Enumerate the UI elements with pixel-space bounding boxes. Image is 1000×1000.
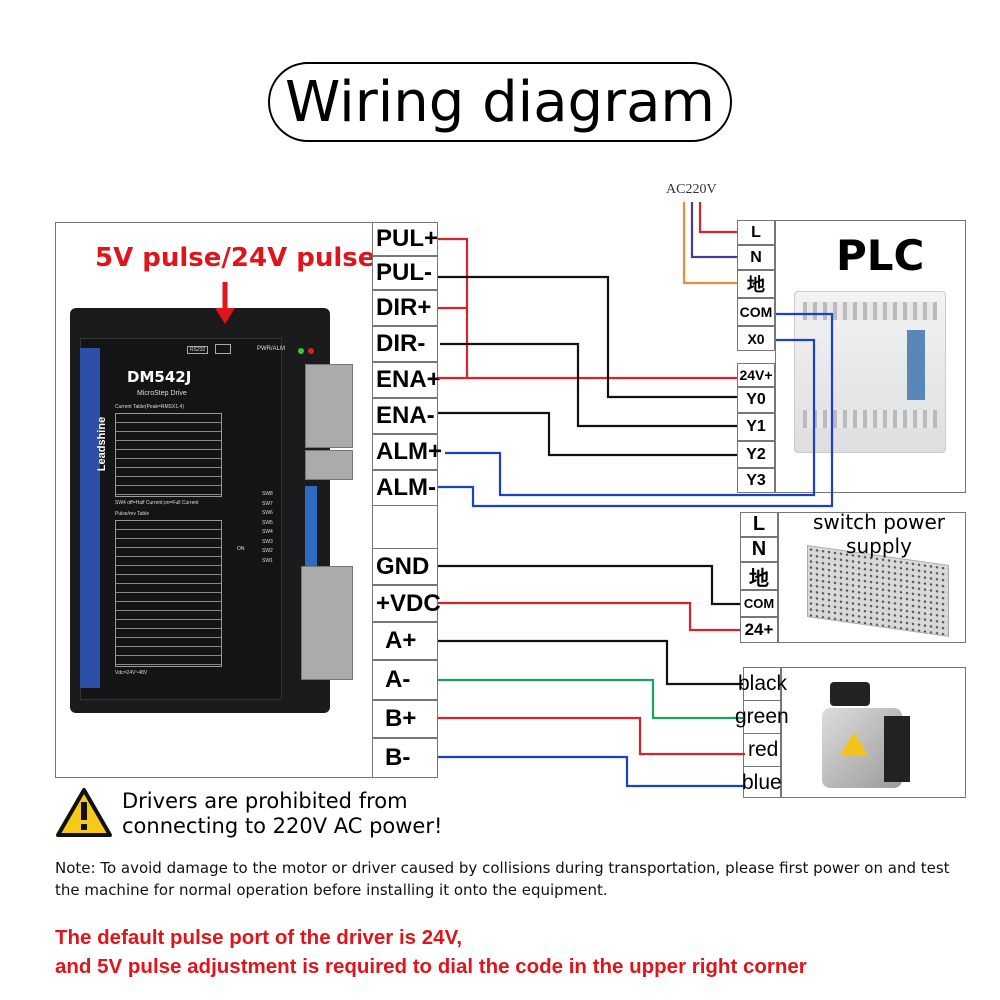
driver-model: DM542J (127, 368, 192, 386)
motor-wire-blue: blue (742, 771, 782, 794)
power-supply-label: switch power supply (812, 510, 946, 558)
terminal-pul-plus: PUL+ (372, 222, 438, 256)
dip-on-label: ON (237, 546, 245, 552)
driver-subtitle: MicroStep Drive (137, 390, 187, 397)
stepper-motor-image (822, 708, 910, 788)
wire-ena-minus-y2 (438, 411, 737, 457)
plc-terminal-24v: 24V+ (737, 363, 775, 387)
pwr-led (298, 348, 304, 354)
terminal-b-minus: B- (372, 738, 438, 778)
wire-b-minus-blue (438, 755, 745, 788)
psu-terminal-ground: 地 (740, 562, 778, 590)
switch-labels: SW8 SW7 SW6 SW5 SW4 SW3 SW2 SW1 (262, 491, 273, 564)
default-pulse-note-1: The default pulse port of the driver is … (55, 926, 463, 949)
terminal-gnd: GND (372, 548, 438, 585)
warning-text: Drivers are prohibited from connecting t… (122, 789, 443, 838)
alarm-plug (305, 450, 353, 480)
psu-terminal-l: L (740, 512, 778, 537)
terminal-dir-plus: DIR+ (372, 290, 438, 326)
terminal-gap (372, 505, 438, 549)
rs232-port: RS232 (187, 346, 209, 354)
plc-terminal-com: COM (737, 298, 775, 326)
plc-image (794, 291, 946, 453)
terminal-vdc: +VDC (372, 585, 441, 622)
pulse-dip-switch (215, 344, 231, 354)
terminal-a-plus: A+ (372, 622, 438, 660)
motor-terminal-column (743, 667, 782, 798)
transport-note: Note: To avoid damage to the motor or dr… (55, 859, 950, 899)
wire-a-minus-green (438, 678, 743, 720)
current-table (115, 413, 222, 497)
plc-terminal-l: L (737, 220, 775, 245)
wire-alm-plus-x0 (445, 338, 816, 497)
pwr-alm-label: PWR/ALM (257, 346, 286, 352)
wire-ac-l (698, 202, 737, 234)
pulse-table-title: Pulse/rev Table (115, 511, 150, 517)
plc-terminal-y0: Y0 (737, 387, 775, 413)
terminal-b-plus: B+ (372, 700, 438, 738)
terminal-alm-minus: ALM- (372, 470, 438, 506)
terminal-ena-minus: ENA- (372, 398, 438, 434)
plc-terminal-y2: Y2 (737, 441, 775, 468)
wire-ac-ground (682, 202, 737, 285)
wire-b-plus-red (438, 716, 745, 756)
wire-gnd-com (438, 564, 740, 606)
wire-a-plus-black (438, 639, 743, 686)
plc-terminal-x0: X0 (737, 326, 775, 351)
driver-image: Leadshine DM542J MicroStep Drive RS232 P… (65, 298, 353, 720)
psu-terminal-n: N (740, 537, 778, 562)
plc-label: PLC (836, 231, 925, 280)
pulse-table (115, 520, 222, 667)
wire-pul-minus-y0 (438, 275, 737, 399)
terminal-pul-minus: PUL- (372, 256, 438, 290)
vdc-range: Vdc=24V~48V (115, 670, 148, 676)
default-pulse-note-2: and 5V pulse adjustment is required to d… (55, 955, 807, 978)
psu-terminal-com: COM (740, 590, 778, 617)
signal-plug (305, 364, 353, 448)
terminal-a-minus: A- (372, 660, 438, 700)
wire-dir-minus-y1 (440, 342, 737, 428)
plc-box: PLC (775, 220, 966, 493)
pulse-voltage-label: 5V pulse/24V pulse (95, 243, 376, 273)
motor-wire-green: green (735, 705, 789, 728)
plc-terminal-y1: Y1 (737, 413, 775, 441)
plc-terminal-n: N (737, 245, 775, 270)
wire-vdc-24 (438, 601, 740, 632)
wire-pul-plus (438, 237, 469, 378)
dip-switches (305, 486, 317, 566)
page-title: Wiring diagram (268, 62, 732, 142)
power-supply-box: switch power supply (778, 510, 966, 643)
psu-terminal-24: 24+ (740, 617, 778, 643)
terminal-alm-plus: ALM+ (372, 434, 442, 470)
plc-terminal-y3: Y3 (737, 468, 775, 493)
terminal-dir-minus: DIR- (372, 326, 438, 362)
terminal-ena-plus: ENA+ (372, 362, 441, 398)
motor-wire-black: black (738, 672, 788, 695)
plc-terminal-ground: 地 (737, 270, 775, 298)
ac220v-label: AC220V (666, 182, 717, 197)
alm-led (308, 348, 314, 354)
wire-ac-n (690, 202, 737, 259)
motor-box (781, 667, 966, 798)
power-plug (301, 566, 353, 680)
sw4-note: SW4 off=Half Current;on=Full Current (115, 500, 199, 506)
current-table-title: Current Table(Peak=RMSX1.4) (115, 404, 184, 410)
motor-wire-red: red (748, 738, 779, 761)
wire-alm-minus-com (438, 312, 834, 508)
